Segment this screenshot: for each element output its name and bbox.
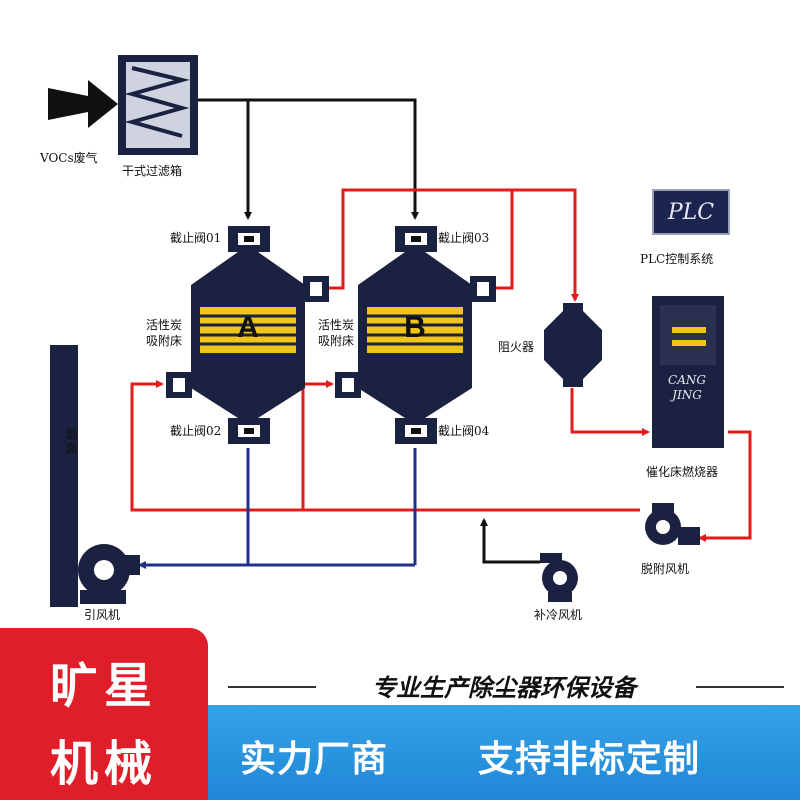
filter-outlet-pipe (198, 98, 419, 220)
brand-name-line2: 机械 (49, 736, 158, 792)
tank-a (166, 226, 329, 444)
cooling-air-arrow (480, 518, 540, 564)
plc-system-label: PLC控制系统 (640, 252, 714, 266)
cang-text: CANG (668, 373, 706, 387)
vocs-inlet-arrow (48, 80, 118, 128)
slogan-line-right (696, 686, 784, 688)
brand-name-line1: 旷星 (49, 658, 158, 714)
tank-a-letter: A (237, 311, 259, 344)
carbon-bed-a-label-1: 活性炭 (146, 318, 183, 332)
blue-banner (208, 705, 800, 800)
slogan-bar (208, 663, 800, 705)
carbon-bed-a-label-2: 吸附床 (146, 334, 183, 348)
induced-fan (78, 544, 140, 604)
plc-text: PLC (667, 199, 715, 225)
desorption-fan-label: 脱附风机 (641, 562, 690, 576)
valve03-label: 截止阀03 (438, 231, 490, 245)
chimney (50, 345, 78, 607)
jing-text: JING (672, 388, 702, 402)
tag-manufacturer: 实力厂商 (240, 739, 389, 780)
valve01-label: 截止阀01 (170, 231, 222, 245)
flame-arrester (544, 303, 602, 387)
tank-b (335, 226, 496, 444)
dry-filter-box (118, 55, 198, 155)
slogan-line-left (228, 686, 316, 688)
slogan-text: 专业生产除尘器环保设备 (372, 674, 636, 702)
brand-block: 旷星 机械 (0, 628, 208, 800)
dry-filter-label: 干式过滤箱 (122, 164, 183, 178)
catalytic-burner-label: 催化床燃烧器 (646, 465, 719, 479)
carbon-bed-b-label-1: 活性炭 (318, 318, 355, 332)
valve04-label: 截止阀04 (438, 424, 490, 438)
cooling-fan (540, 553, 578, 602)
induced-fan-label: 引风机 (84, 608, 121, 622)
tank-b-letter: B (404, 311, 426, 344)
desorption-red-pipes (130, 188, 752, 542)
desorption-fan (645, 503, 700, 545)
burner-nameplate: CANG JING (656, 373, 718, 403)
flame-arrester-label: 阻火器 (498, 340, 535, 354)
vocs-gas-label: VOCs废气 (40, 151, 98, 165)
carbon-bed-b-label-2: 吸附床 (318, 334, 355, 348)
valve02-label: 截止阀02 (170, 424, 222, 438)
chimney-label: 烟囱 (64, 428, 78, 456)
tag-custom: 支持非标定制 (478, 739, 701, 780)
exhaust-blue-pipes (138, 448, 417, 569)
plc-box: PLC (652, 189, 730, 235)
catalytic-burner (652, 296, 724, 448)
cooling-fan-label: 补冷风机 (534, 608, 583, 622)
